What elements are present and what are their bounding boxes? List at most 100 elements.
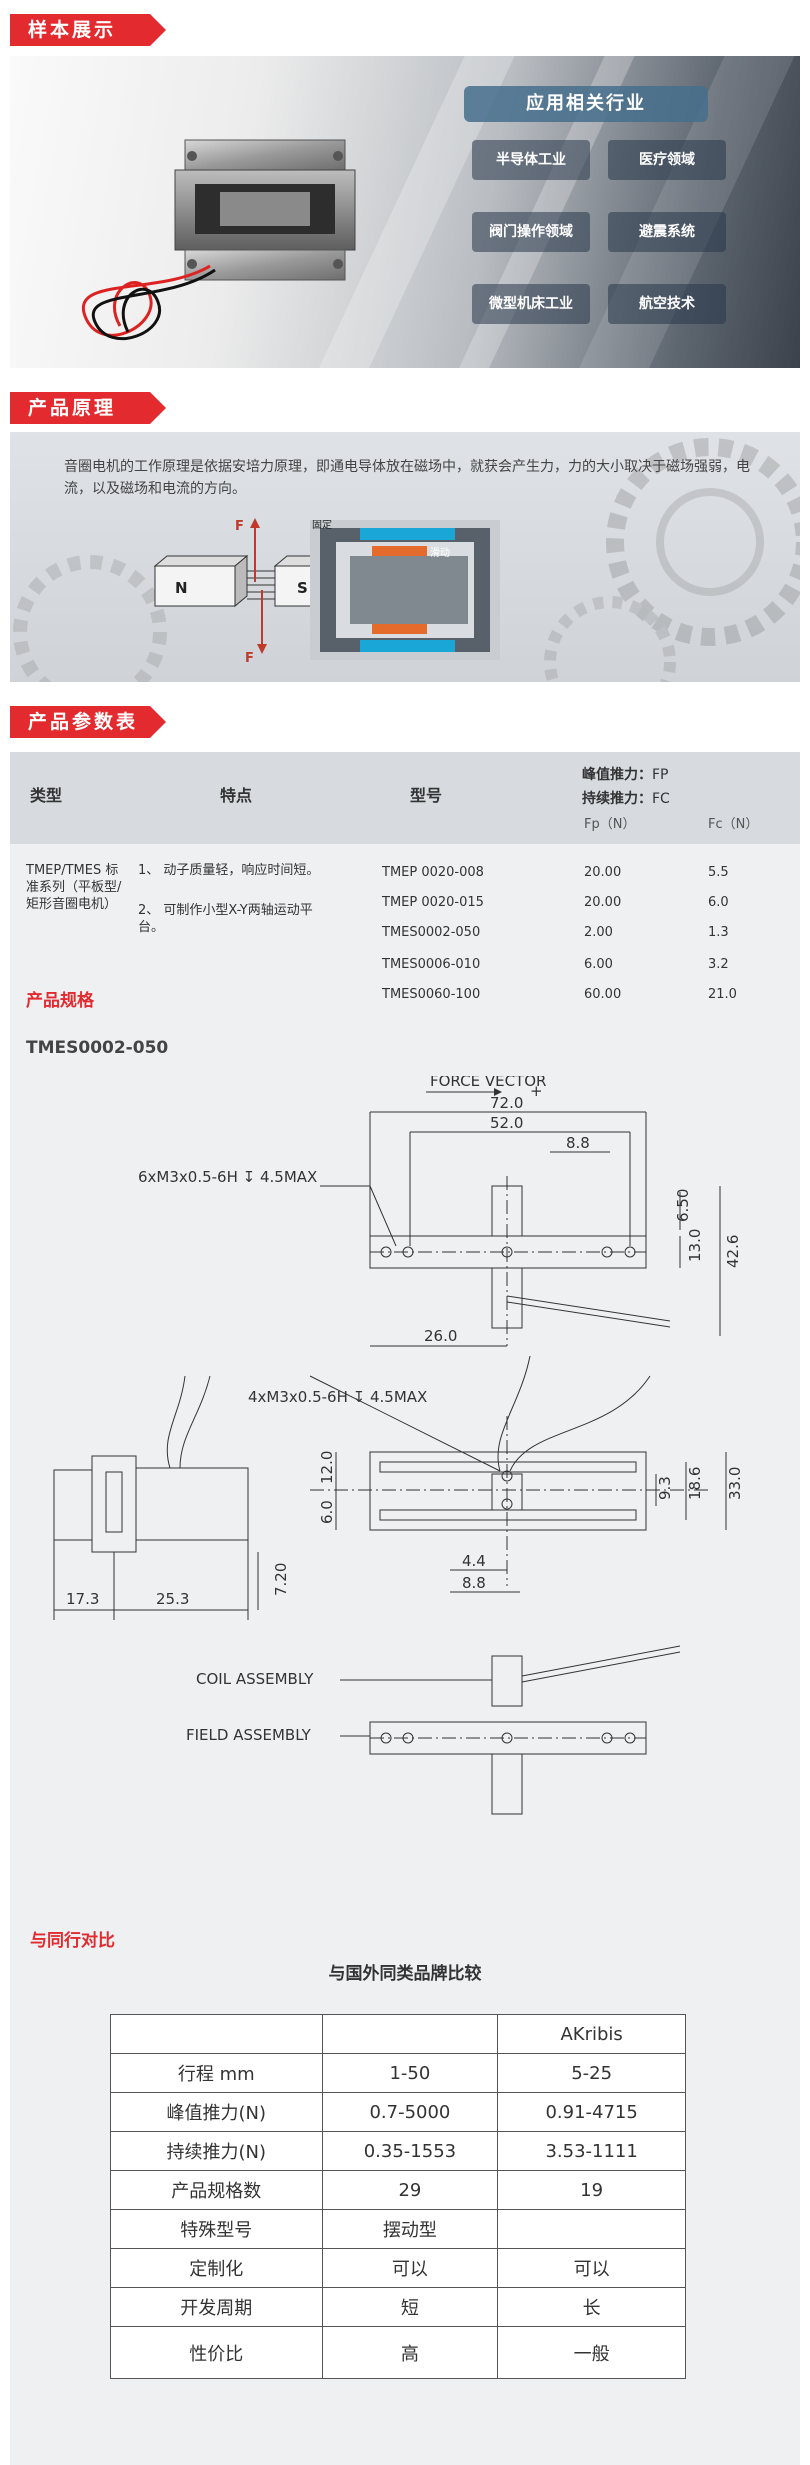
compare-table: AKribis 行程 mm 1-50 5-25 峰值推力(N) 0.7-5000… <box>110 2014 686 2379</box>
header-cont-symbol: FC <box>652 791 670 807</box>
table-cell: 开发周期 <box>110 2287 323 2327</box>
table-cell: 特殊型号 <box>110 2209 323 2249</box>
section-diagram: 固定 滑动 <box>310 520 500 660</box>
label-coil-assembly: COIL ASSEMBLY <box>196 1670 314 1688</box>
dim-26: 26.0 <box>424 1327 457 1345</box>
label-moving: 滑动 <box>430 547 450 559</box>
header-peak: 峰值推力：FP <box>582 764 669 784</box>
params-panel: 类型 特点 型号 峰值推力：FP 持续推力：FC Fp（N） Fc（N） TME… <box>10 752 800 2465</box>
label-fixed: 固定 <box>312 520 332 531</box>
row-fp: 60.00 <box>584 987 622 1002</box>
dim-13: 13.0 <box>686 1229 704 1262</box>
principle-description: 音圈电机的工作原理是依据安培力原理，即通电导体放在磁场中，就获会产生力，力的大小… <box>64 459 750 497</box>
dim-25-3: 25.3 <box>156 1590 189 1608</box>
table-row: 开发周期 短 长 <box>110 2287 686 2327</box>
table-cell: 3.53-1111 <box>497 2131 686 2171</box>
label-field-assembly: FIELD ASSEMBLY <box>186 1726 312 1744</box>
table-row: 性价比 高 一般 <box>110 2326 686 2379</box>
spec-model: TMES0002-050 <box>26 1038 169 1058</box>
row-fc: 5.5 <box>708 865 729 880</box>
header-peak-symbol: FP <box>652 767 669 783</box>
type-text: TMEP/TMES 标准系列（平板型/矩形音圈电机） <box>26 863 122 912</box>
feature-1: 1、 动子质量轻，响应时间短。 <box>138 863 320 878</box>
label-force-vector: FORCE VECTOR <box>430 1076 546 1090</box>
label-n: N <box>175 579 188 597</box>
app-item-valve: 阀门操作领域 <box>472 212 590 252</box>
dim-12: 12.0 <box>318 1451 336 1484</box>
section-title-params: 产品参数表 <box>10 706 166 738</box>
table-row: 定制化 可以 可以 <box>110 2248 686 2288</box>
header-type: 类型 <box>30 786 63 805</box>
dim-8-8b: 8.8 <box>462 1574 486 1592</box>
table-cell: 短 <box>321 2287 499 2327</box>
table-cell: 行程 mm <box>110 2053 323 2093</box>
row-model: TMEP 0020-015 <box>382 895 484 910</box>
params-table-header <box>10 752 800 844</box>
table-cell: 产品规格数 <box>110 2170 323 2210</box>
compare-title: 与同行对比 <box>30 1931 115 1951</box>
row-model: TMES0002-050 <box>382 925 481 940</box>
row-fc: 1.3 <box>708 925 729 940</box>
row-fc: 3.2 <box>708 957 729 972</box>
row-fp: 20.00 <box>584 895 622 910</box>
dim-4-4: 4.4 <box>462 1552 486 1570</box>
dim-6: 6.0 <box>318 1500 336 1524</box>
principle-panel: 音圈电机的工作原理是依据安培力原理，即通电导体放在磁场中，就获会产生力，力的大小… <box>10 432 800 682</box>
header-fc-unit: Fc（N） <box>708 817 759 832</box>
dim-52: 52.0 <box>490 1114 523 1132</box>
table-cell: 长 <box>497 2287 686 2327</box>
table-cell: 峰值推力(N) <box>110 2092 323 2132</box>
product-image <box>81 139 356 341</box>
table-cell: 高 <box>321 2326 499 2379</box>
table-cell: 19 <box>497 2170 686 2210</box>
dim-8-8: 8.8 <box>566 1134 590 1152</box>
table-cell <box>497 2209 686 2249</box>
table-cell: 0.35-1553 <box>321 2131 499 2171</box>
dim-42-6: 42.6 <box>724 1235 742 1268</box>
feature-2: 2、 可制作小型X-Y两轴运动平台。 <box>138 903 313 935</box>
hole-note-2: 4xM3x0.5-6H ↧ 4.5MAX <box>248 1388 427 1406</box>
app-item-machine-tool: 微型机床工业 <box>472 284 590 324</box>
table-cell: 持续推力(N) <box>110 2131 323 2171</box>
table-cell: 摆动型 <box>321 2209 499 2249</box>
label-s: S <box>297 579 308 597</box>
table-cell: 可以 <box>321 2248 499 2288</box>
dim-6-50: 6.50 <box>674 1189 692 1222</box>
row-fp: 6.00 <box>584 957 613 972</box>
app-item-aerospace: 航空技术 <box>608 284 726 324</box>
table-row: 持续推力(N) 0.35-1553 3.53-1111 <box>110 2131 686 2171</box>
dim-9-3: 9.3 <box>656 1476 674 1500</box>
table-cell: 可以 <box>497 2248 686 2288</box>
header-fp-unit: Fp（N） <box>584 817 636 832</box>
dim-72: 72.0 <box>490 1094 523 1112</box>
compare-subtitle: 与国外同类品牌比较 <box>328 1964 482 1984</box>
table-row: 峰值推力(N) 0.7-5000 0.91-4715 <box>110 2092 686 2132</box>
header-model: 型号 <box>410 786 443 805</box>
dim-7-20: 7.20 <box>272 1563 290 1596</box>
app-item-medical: 医疗领域 <box>608 140 726 180</box>
table-cell: 0.91-4715 <box>497 2092 686 2132</box>
label-f-top: F <box>235 519 244 534</box>
sample-banner: 应用相关行业 半导体工业 医疗领域 阀门操作领域 避震系统 微型机床工业 航空技… <box>10 56 800 368</box>
table-row: 特殊型号 摆动型 <box>110 2209 686 2249</box>
spec-title: 产品规格 <box>26 991 94 1011</box>
hole-note-1: 6xM3x0.5-6H ↧ 4.5MAX <box>138 1168 317 1186</box>
table-cell: 5-25 <box>497 2053 686 2093</box>
table-row: AKribis <box>110 2014 686 2054</box>
header-cont: 持续推力：FC <box>582 788 670 808</box>
table-cell: 性价比 <box>110 2326 323 2379</box>
header-cont-label: 持续推力： <box>582 791 652 807</box>
header-feature: 特点 <box>220 786 253 805</box>
row-fc: 6.0 <box>708 895 729 910</box>
app-item-semiconductor: 半导体工业 <box>472 140 590 180</box>
row-model: TMES0060-100 <box>382 987 481 1002</box>
row-model: TMES0006-010 <box>382 957 481 972</box>
gear-background <box>13 438 800 682</box>
table-cell: 1-50 <box>321 2053 499 2093</box>
row-fc: 21.0 <box>708 987 737 1002</box>
row-fp: 2.00 <box>584 925 613 940</box>
table-cell: 29 <box>321 2170 499 2210</box>
apps-title: 应用相关行业 <box>464 86 708 122</box>
table-row: 行程 mm 1-50 5-25 <box>110 2053 686 2093</box>
app-item-shock: 避震系统 <box>608 212 726 252</box>
